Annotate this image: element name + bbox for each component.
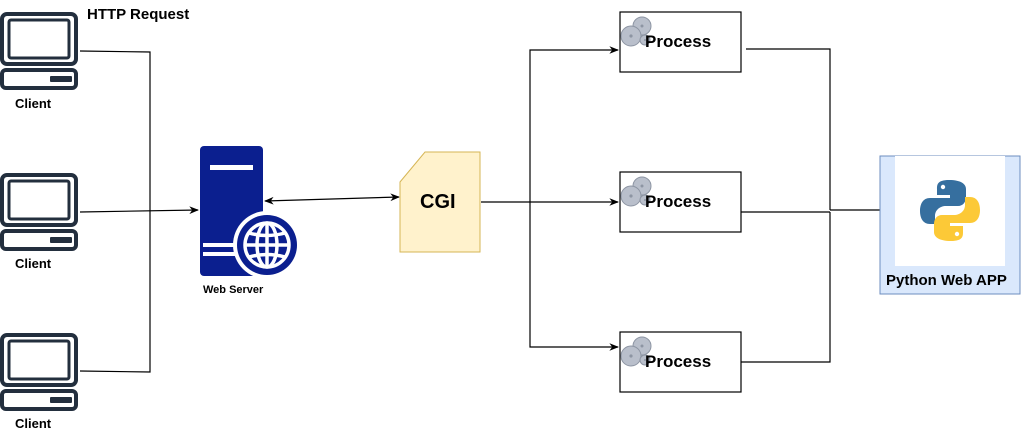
process-label: Process [645,192,712,211]
connector-client-1 [79,50,151,212]
cgi-label: CGI [420,191,456,213]
web-server-icon [200,146,301,279]
python-app-label: Python Web APP [886,272,1007,289]
connector-process-1-app [746,48,831,210]
web-server-label: Web Server [203,284,264,296]
process-label: Process [645,32,712,51]
process-label: Process [645,352,712,371]
connector-client-2 [79,206,199,214]
connector-cgi-process-3 [529,202,619,351]
client-icon [0,173,78,251]
client-label: Client [15,256,52,271]
client-icon [0,333,78,411]
client-icon [0,12,78,90]
connector-process-3-app [741,212,831,363]
connector-webserver-cgi [264,193,400,205]
python-app-container [879,155,1021,295]
python-logo-icon [920,180,980,241]
client-label: Client [15,416,52,431]
http-request-label: HTTP Request [87,6,190,23]
cgi-box [399,151,481,253]
client-label: Client [15,96,52,111]
connector-cgi-process-1 [529,46,619,202]
connector-client-3 [79,212,151,373]
